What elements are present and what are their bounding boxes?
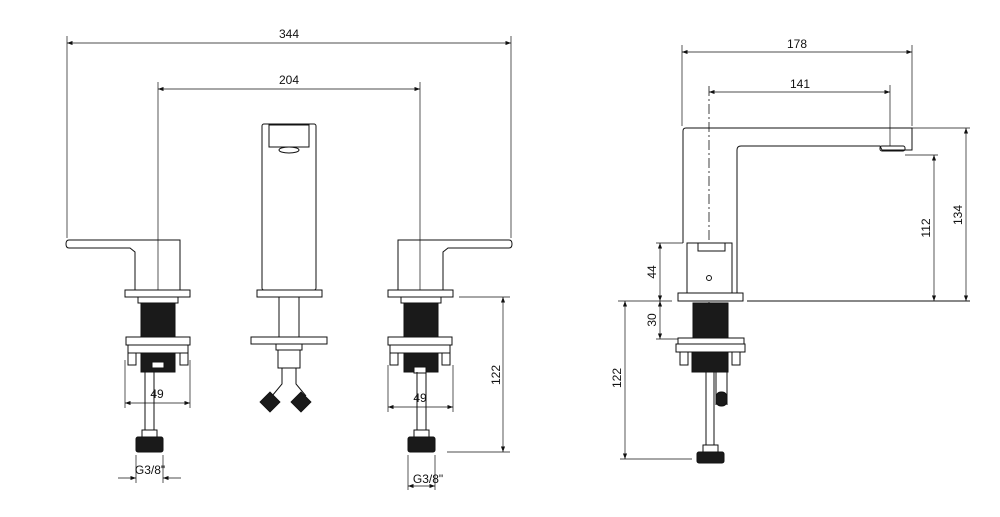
dimension-134: 134 [912, 127, 970, 301]
dimension-label: 122 [489, 365, 503, 385]
dimension-344: 344 [66, 27, 512, 238]
dimension-178: 178 [681, 37, 913, 126]
dimension-label: 30 [645, 313, 659, 327]
dimension-label: 344 [279, 27, 299, 41]
dimension-label: 178 [787, 37, 807, 51]
dimension-label: G3/8" [413, 472, 443, 486]
dimension-thread-right: G3/8" [407, 455, 443, 490]
dimension-label: 49 [413, 391, 427, 405]
dimension-label: 141 [790, 77, 810, 91]
dimension-122-front: 122 [447, 296, 510, 453]
dimension-thread-left: G3/8" [118, 455, 181, 483]
dimension-label: 122 [610, 368, 624, 388]
dimension-44: 44 [645, 242, 683, 301]
dimension-112: 112 [905, 154, 938, 301]
dimension-49-left: 49 [124, 360, 191, 408]
side-spout-body [675, 127, 913, 464]
dimension-label: 112 [919, 218, 933, 237]
side-view: 178 141 [610, 37, 970, 464]
right-handle-valve [387, 239, 513, 453]
dimension-49-right: 49 [387, 365, 454, 412]
front-view: 344 204 49 [65, 27, 513, 490]
dimension-204: 204 [157, 73, 421, 300]
dimension-30: 30 [618, 300, 678, 340]
dimension-141: 141 [709, 77, 891, 146]
center-spout [250, 123, 328, 413]
dimension-label: 134 [951, 205, 965, 225]
dimension-label: 44 [645, 265, 659, 279]
dimension-label: 49 [150, 387, 164, 401]
dimension-label: 204 [279, 73, 299, 87]
left-handle-valve [65, 239, 191, 453]
dimension-label: G3/8" [135, 463, 165, 477]
dimension-122-side: 122 [610, 301, 692, 460]
